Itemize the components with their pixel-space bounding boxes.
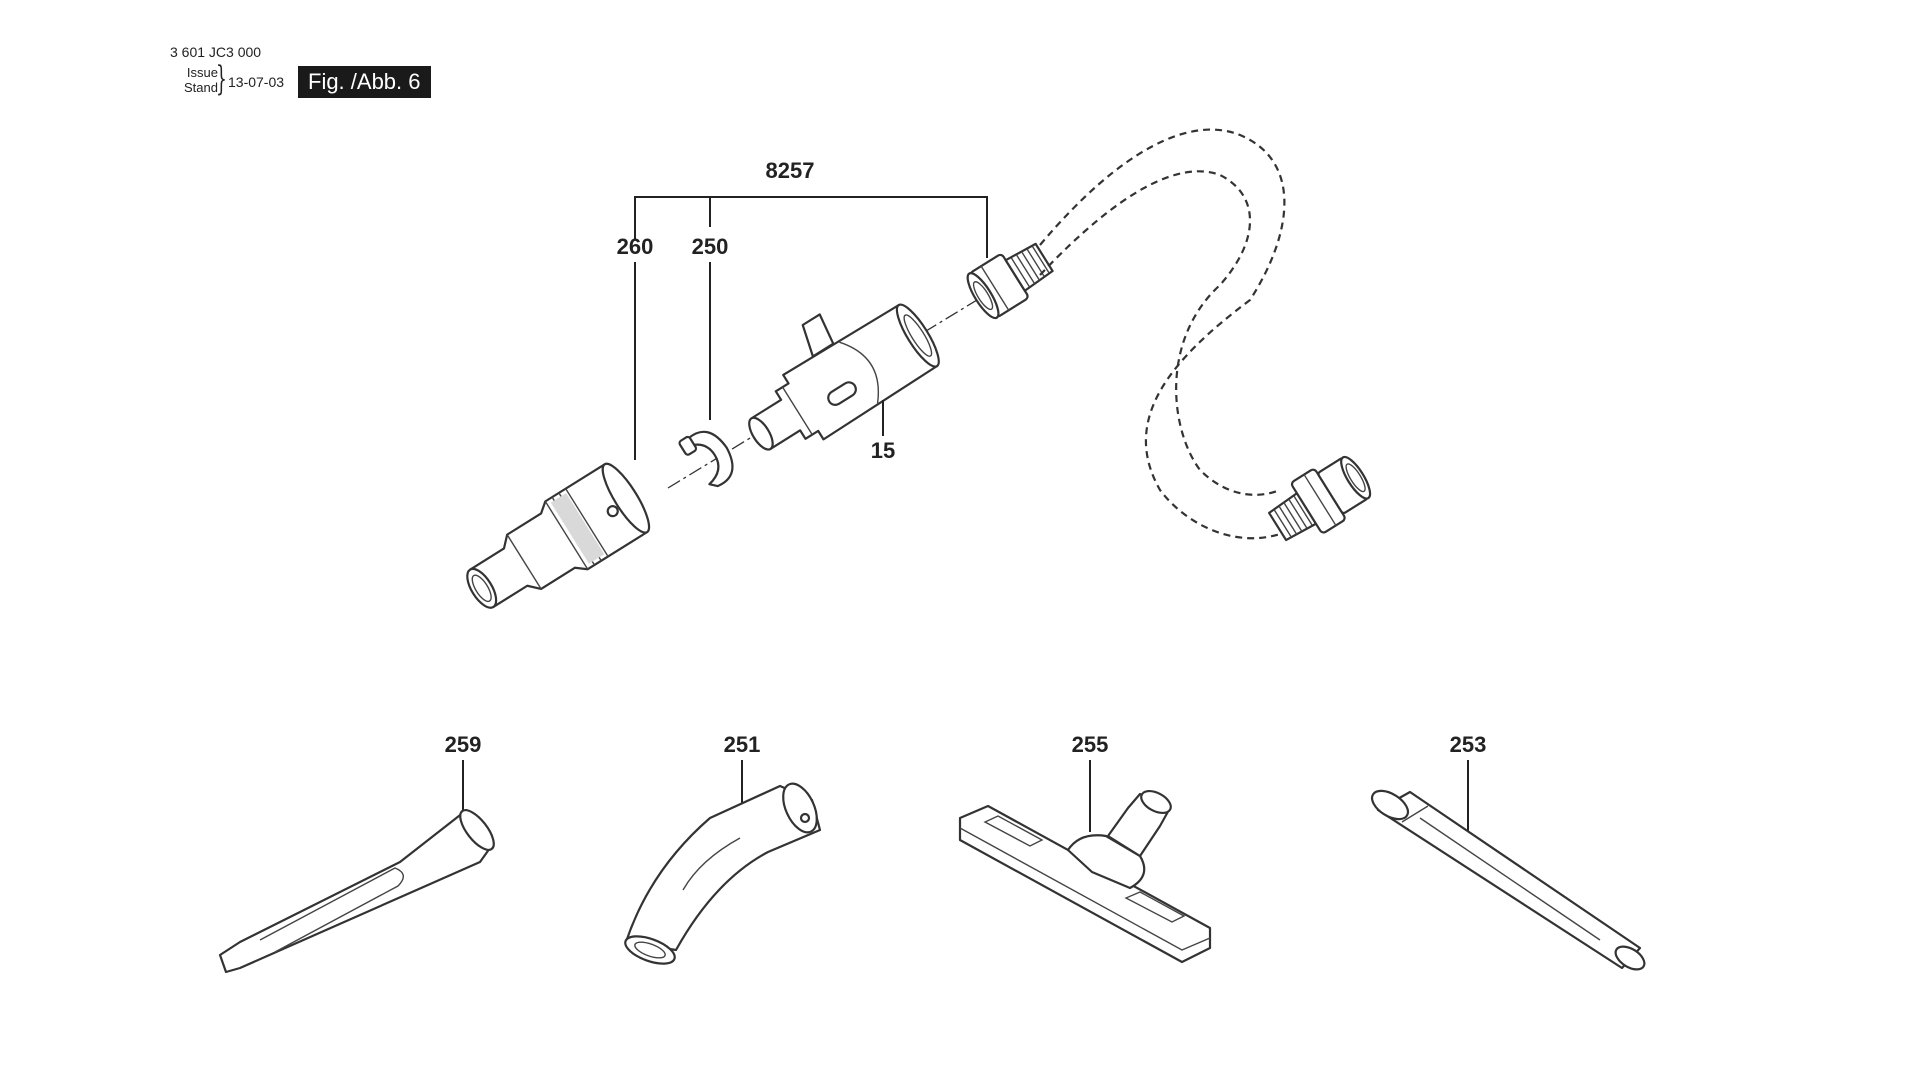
part-250-clip: [678, 430, 734, 488]
callout-8257: 8257: [766, 158, 815, 183]
callout-250: 250: [692, 234, 729, 259]
callout-260: 260: [617, 234, 654, 259]
hose-cuff-bottom: [1268, 455, 1372, 542]
issue-date: 13-07-03: [228, 74, 285, 90]
hose-body: [1039, 128, 1301, 540]
part-number: 3 601 JC3 000: [170, 44, 262, 60]
part-15-handle-piece: [748, 303, 940, 451]
callout-259: 259: [445, 732, 482, 757]
issue-label: Issue Stand: [174, 65, 218, 95]
callout-253: 253: [1450, 732, 1487, 757]
part-251-bent-tube: [624, 782, 822, 965]
part-259-crevice-nozzle: [218, 809, 495, 974]
brace-glyph: }: [216, 59, 227, 99]
part-260-nozzle-adapter: [466, 462, 651, 609]
callout-15: 15: [871, 438, 895, 463]
callout-255: 255: [1072, 732, 1109, 757]
callout-251: 251: [724, 732, 761, 757]
figure-label: Fig. /Abb. 6: [298, 66, 431, 98]
part-253-extension-tube: [1370, 789, 1646, 971]
assembly-bracket: 8257: [634, 158, 988, 258]
issue-label-line2: Stand: [184, 80, 218, 95]
issue-label-line1: Issue: [186, 65, 218, 80]
hose-cuff-top: [966, 242, 1054, 320]
part-255-floor-nozzle: [958, 789, 1212, 964]
